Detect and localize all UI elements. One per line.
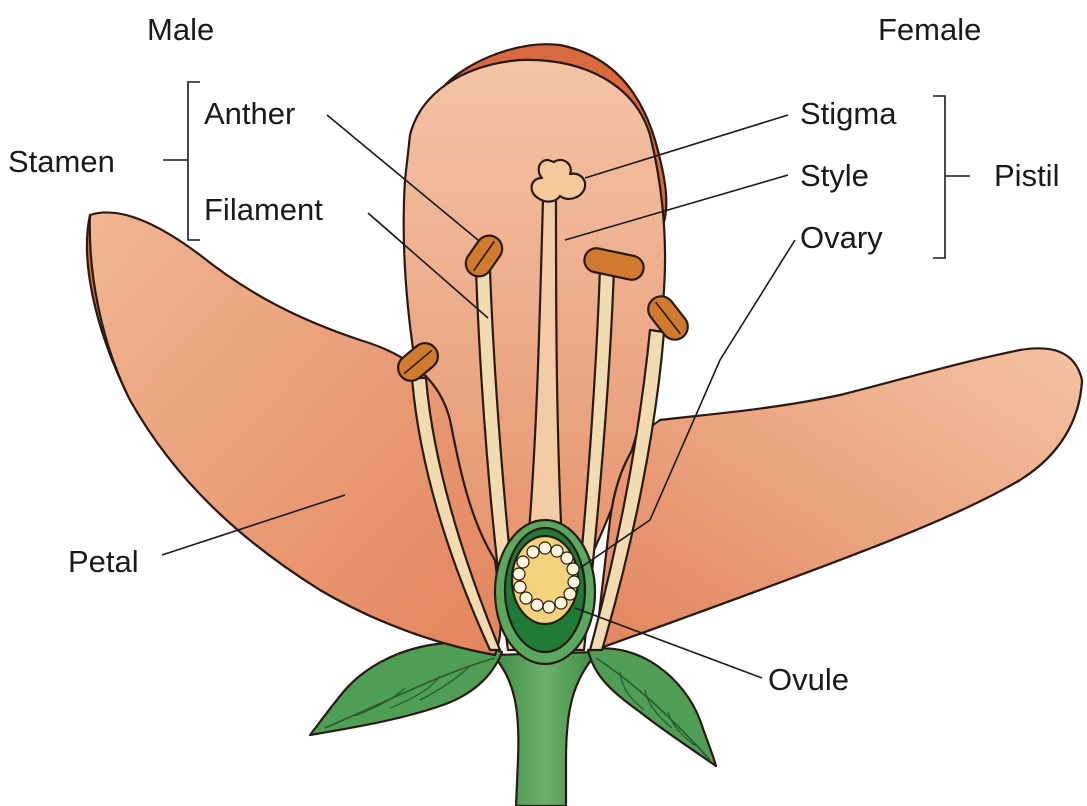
stigma-label: Stigma <box>800 96 897 131</box>
anther-label: Anther <box>204 96 295 131</box>
pistil-bracket <box>933 96 970 258</box>
right-petal <box>595 348 1082 650</box>
petal-label: Petal <box>68 544 139 579</box>
stamen-bracket <box>163 82 200 240</box>
ovule-label: Ovule <box>768 662 849 697</box>
ovary-label: Ovary <box>800 220 883 255</box>
ovary <box>495 520 595 664</box>
right-sepal <box>588 648 716 766</box>
pistil-label: Pistil <box>994 158 1059 193</box>
female-heading: Female <box>878 12 981 47</box>
stem <box>493 652 598 806</box>
male-heading: Male <box>147 12 214 47</box>
filament-label: Filament <box>204 192 323 227</box>
style-label: Style <box>800 158 869 193</box>
left-sepal <box>310 643 502 735</box>
stamen-label: Stamen <box>8 144 115 179</box>
